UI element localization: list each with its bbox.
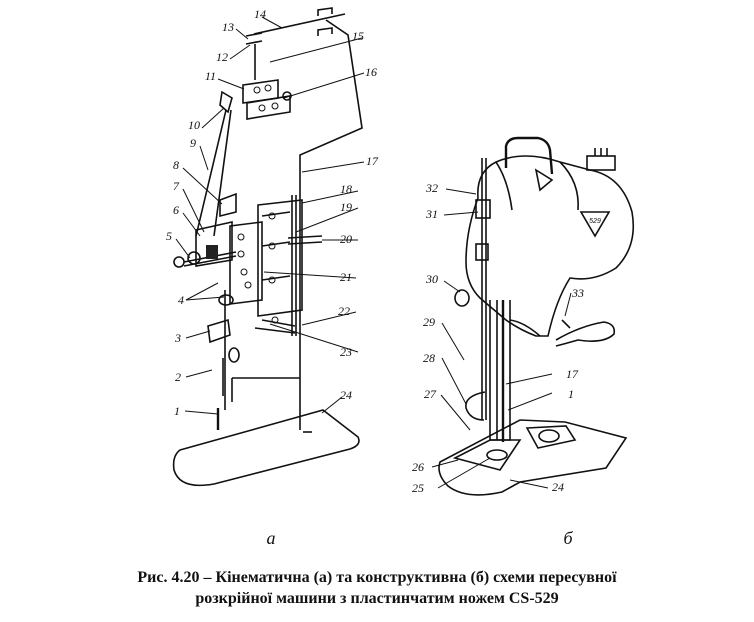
label-b-27: 27	[424, 387, 437, 401]
label-a-18: 18	[340, 182, 352, 196]
base-plate-b	[438, 419, 628, 496]
label-a-7: 7	[173, 179, 180, 193]
label-a-19: 19	[340, 200, 352, 214]
label-a-6: 6	[173, 203, 179, 217]
label-b-29: 29	[423, 315, 435, 329]
caption-line-1: Рис. 4.20 – Кінематична (а) та конструкт…	[137, 569, 617, 586]
label-b-17: 17	[566, 367, 579, 381]
label-a-20: 20	[340, 232, 352, 246]
label-a-8: 8	[173, 158, 179, 172]
label-a-12: 12	[216, 50, 228, 64]
figure-caption: Рис. 4.20 – Кінематична (а) та конструкт…	[0, 567, 754, 609]
label-a-10: 10	[188, 118, 200, 132]
motor-body	[465, 155, 635, 337]
label-a-23: 23	[340, 345, 352, 359]
label-b-24: 24	[552, 480, 564, 494]
label-b-26: 26	[412, 460, 424, 474]
label-a-4: 4	[178, 293, 184, 307]
label-a-2: 2	[175, 370, 181, 384]
caption-line-2: розкрійної машини з пластинчатим ножем C…	[195, 590, 559, 607]
label-b-28: 28	[423, 351, 435, 365]
label-b-32: 32	[425, 181, 438, 195]
label-a-1: 1	[174, 404, 180, 418]
subfigure-label-a: а	[267, 528, 276, 548]
label-b-33: 33	[571, 286, 584, 300]
label-b-1: 1	[568, 387, 574, 401]
column-a	[299, 19, 363, 430]
label-a-21: 21	[340, 270, 352, 284]
label-a-16: 16	[365, 65, 377, 79]
label-a-24: 24	[340, 388, 352, 402]
label-a-15: 15	[352, 29, 364, 43]
number-labels-a: 1 2 3 4 5 6 7 8 9 10 11 12 13 14 15 16 1…	[166, 7, 379, 418]
number-labels-b: 1 17 24 25 26 27 28 29 30 31 32 33	[412, 181, 584, 495]
kinematic-scheme	[172, 7, 363, 487]
badge-text: 529	[589, 218, 601, 225]
label-b-30: 30	[425, 272, 438, 286]
brand-badge	[579, 211, 611, 238]
label-a-22: 22	[338, 304, 350, 318]
label-a-5: 5	[166, 229, 172, 243]
leaders-b	[431, 188, 572, 489]
label-a-11: 11	[205, 69, 216, 83]
label-b-31: 31	[425, 207, 438, 221]
subfigure-label-b: б	[563, 528, 573, 548]
label-a-17: 17	[366, 154, 379, 168]
column-b	[489, 300, 511, 441]
leaders-a	[175, 16, 365, 415]
label-a-3: 3	[174, 331, 181, 345]
label-b-25: 25	[412, 481, 424, 495]
carry-handle	[504, 136, 554, 175]
label-a-14: 14	[254, 7, 266, 21]
base-plate-a	[172, 409, 360, 487]
label-a-13: 13	[222, 20, 234, 34]
constructive-scheme: 529	[438, 136, 635, 496]
label-a-9: 9	[190, 136, 196, 150]
